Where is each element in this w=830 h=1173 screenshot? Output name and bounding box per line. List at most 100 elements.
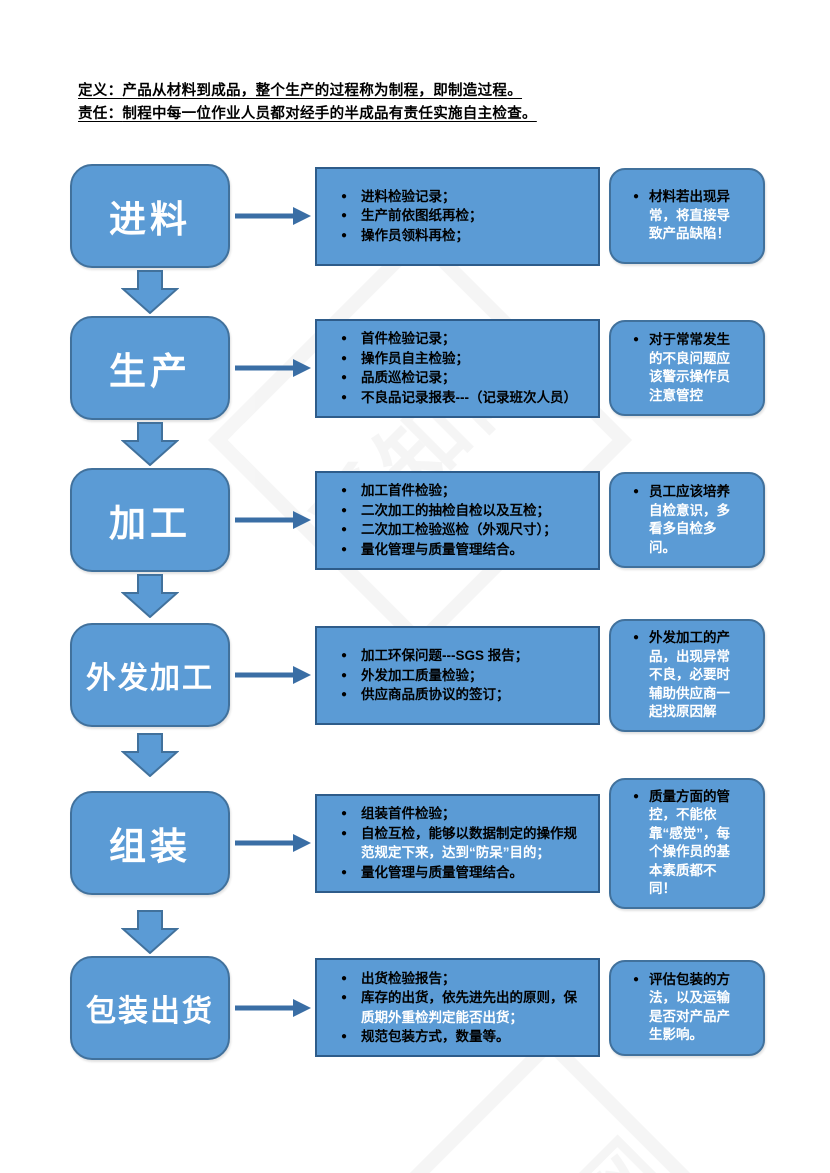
check-item: ●操作员领料再检； [327,226,592,246]
definition-text: 产品从材料到成品，整个生产的过程称为制程，即制造过程。 [122,83,523,99]
check-text: 出货检验报告； [361,970,456,986]
flow: 进料 ● 进料检验记录； ● 生产前依图纸再检； ●操作员领料再检； ● 材料若出现异常… [70,163,775,1061]
check-list: ●加工环保问题---SGS 报告； ● 外发加工质量检验； ● 供应商品质协议的签订； [327,646,592,705]
down-arrow-icon [70,269,230,315]
note-box: ● 外发加工的产品，出现异常不良，必要时辅助供应商一起找原因解 [609,619,765,732]
note-item: ● 员工应该培养自检意识，多看多自检多问。 [623,483,735,557]
check-text: 组装首件检验； [361,806,456,821]
note-text: 对于常常发生的不良问题应该警示操作员注意管控 [649,332,730,403]
process-row: 包装出货 ● 出货检验报告； ● 库存的出货，依先进先出的原则，保质期外重检判定能否出… [70,955,775,1061]
process-row: 外发加工 ●加工环保问题---SGS 报告； ● 外发加工质量检验； ● 供应商品质协议… [70,619,775,732]
note-item: ● 对于常常发生的不良问题应该警示操作员注意管控 [623,331,735,405]
stage-label: 包装出货 [86,994,214,1028]
stage-label: 外发加工 [86,662,214,696]
note-list: ● 质量方面的管控，不能依靠“感觉”，每个操作员的基本素质都不同！ [623,788,735,899]
check-text: 二次加工的抽检自检以及互检； [361,502,550,518]
check-item: ●量化管理与质量管理结合。 [327,540,592,560]
down-arrow-icon [70,573,230,619]
note-list: ● 评估包装的方法，以及运输是否对产品产生影响。 [623,971,735,1045]
note-item: ● 外发加工的产品，出现异常不良，必要时辅助供应商一起找原因解 [623,629,735,722]
note-list: ● 员工应该培养自检意识，多看多自检多问。 [623,483,735,557]
right-arrow-icon [230,357,315,379]
note-text: 材料若出现异常，将直接导致产品缺陷！ [649,189,730,242]
check-item: ●不良品记录报表---（记录班次人员） [327,388,592,408]
note-box: ● 对于常常发生的不良问题应该警示操作员注意管控 [609,320,765,416]
check-item: ● 进料检验记录； [327,187,592,207]
check-text: 加工首件检验； [361,483,456,498]
bullet-icon: ● [632,486,640,497]
stage-label: 进料 [109,199,191,240]
check-box: ●加工首件检验；●二次加工的抽检自检以及互检；●二次加工检验巡检（外观尺寸）；●… [315,470,600,570]
process-row: 进料 ● 进料检验记录； ● 生产前依图纸再检； ●操作员领料再检； ● 材料若出现异常… [70,163,775,269]
bullet-icon: ● [340,229,348,241]
check-item: ● 首件检验记录； [327,329,592,349]
check-text: 首件检验记录； [361,331,456,346]
check-item: ●品质巡检记录； [327,368,592,388]
check-list: ● 出货检验报告； ● 库存的出货，依先进先出的原则，保质期外重检判定能否出货；●规范… [327,969,592,1047]
check-item: ●二次加工检验巡检（外观尺寸）； [327,520,592,540]
note-text: 评估包装的方法，以及运输是否对产品产生影响。 [649,971,730,1043]
check-text: 进料检验记录； [361,188,456,204]
check-text: 生产前依图纸再检； [361,208,483,224]
process-row: 生产 ●首件检验记录；●操作员自主检验；●品质巡检记录；●不良品记录报表---（… [70,315,775,421]
check-item: ●操作员自主检验； [327,349,592,369]
check-text: 量化管理与质量管理结合。 [361,541,523,557]
bullet-icon: ● [340,669,348,681]
bullet-icon: ● [340,190,348,202]
definition-line: 定义：产品从材料到成品，整个生产的过程称为制程，即制造过程。 [78,80,537,103]
stage-box: 生产 [70,316,230,420]
check-text: 操作员自主检验； [361,350,469,366]
check-box: ● 进料检验记录； ● 生产前依图纸再检； ●操作员领料再检； [315,166,600,266]
process-row: 组装 ● 组装首件检验； ● 自检互检，能够以数据制定的操作规范规定下来，达到“防呆”… [70,777,775,909]
bullet-icon: ● [340,992,348,1003]
bullet-icon: ● [632,973,640,985]
check-box: ●加工环保问题---SGS 报告； ● 外发加工质量检验； ● 供应商品质协议的签订； [315,625,600,725]
responsibility-label: 责任： [78,106,123,122]
note-text: 员工应该培养自检意识，多看多自检多问。 [649,484,730,555]
check-item: ● 组装首件检验； [327,804,592,824]
check-item: ●加工环保问题---SGS 报告； [327,646,592,666]
down-arrow-icon [70,909,230,955]
stage-box: 进料 [70,164,230,268]
check-list: ●加工首件检验；●二次加工的抽检自检以及互检；●二次加工检验巡检（外观尺寸）；●… [327,481,592,559]
process-row: 加工 ●加工首件检验； ● 二次加工的抽检自检以及互检； ●二次加工检验巡检（外观尺寸… [70,467,775,573]
note-item: ● 评估包装的方法，以及运输是否对产品产生影响。 [623,971,735,1045]
stage-box: 加工 [70,468,230,572]
check-text: 供应商品质协议的签订； [361,687,510,702]
stage-label: 组装 [109,826,191,867]
check-item: ●量化管理与质量管理结合。 [327,863,592,883]
note-box: ● 评估包装的方法，以及运输是否对产品产生影响。 [609,959,765,1056]
bullet-icon: ● [632,334,640,345]
bullet-icon: ● [340,333,348,344]
check-item: ● 生产前依图纸再检； [327,206,592,226]
check-text: 自检互检，能够以数据制定的操作规范规定下来，达到“防呆”目的； [361,825,577,861]
stage-box: 包装出货 [70,955,230,1060]
check-list: ● 组装首件检验； ● 自检互检，能够以数据制定的操作规范规定下来，达到“防呆”目的；… [327,804,592,882]
check-item: ● 自检互检，能够以数据制定的操作规范规定下来，达到“防呆”目的； [327,824,592,863]
bullet-icon: ● [340,808,348,819]
bullet-icon: ● [340,391,348,403]
bullet-icon: ● [340,972,348,984]
down-arrow-icon [70,421,230,467]
check-text: 外发加工质量检验； [361,667,483,683]
check-box: ●首件检验记录；●操作员自主检验；●品质巡检记录；●不良品记录报表---（记录班… [315,318,600,418]
right-arrow-icon [230,997,315,1019]
check-box: ● 组装首件检验； ● 自检互检，能够以数据制定的操作规范规定下来，达到“防呆”目的；… [315,793,600,893]
down-arrow-icon [70,732,230,778]
check-text: 加工环保问题---SGS 报告； [361,648,529,663]
stage-box: 外发加工 [70,623,230,728]
bullet-icon: ● [340,1031,348,1042]
check-item: ●加工首件检验； [327,481,592,501]
right-arrow-icon [230,509,315,531]
check-item: ● 库存的出货，依先进先出的原则，保质期外重检判定能否出货； [327,988,592,1027]
bullet-icon: ● [340,866,348,878]
bullet-icon: ● [340,210,348,222]
bullet-icon: ● [340,689,348,700]
definition-label: 定义： [78,83,123,99]
bullet-icon: ● [340,827,348,839]
note-item: ● 质量方面的管控，不能依靠“感觉”，每个操作员的基本素质都不同！ [623,788,735,899]
check-text: 库存的出货，依先进先出的原则，保质期外重检判定能否出货； [361,990,577,1025]
right-arrow-icon [230,832,315,854]
check-item: ●规范包装方式，数量等。 [327,1027,592,1047]
